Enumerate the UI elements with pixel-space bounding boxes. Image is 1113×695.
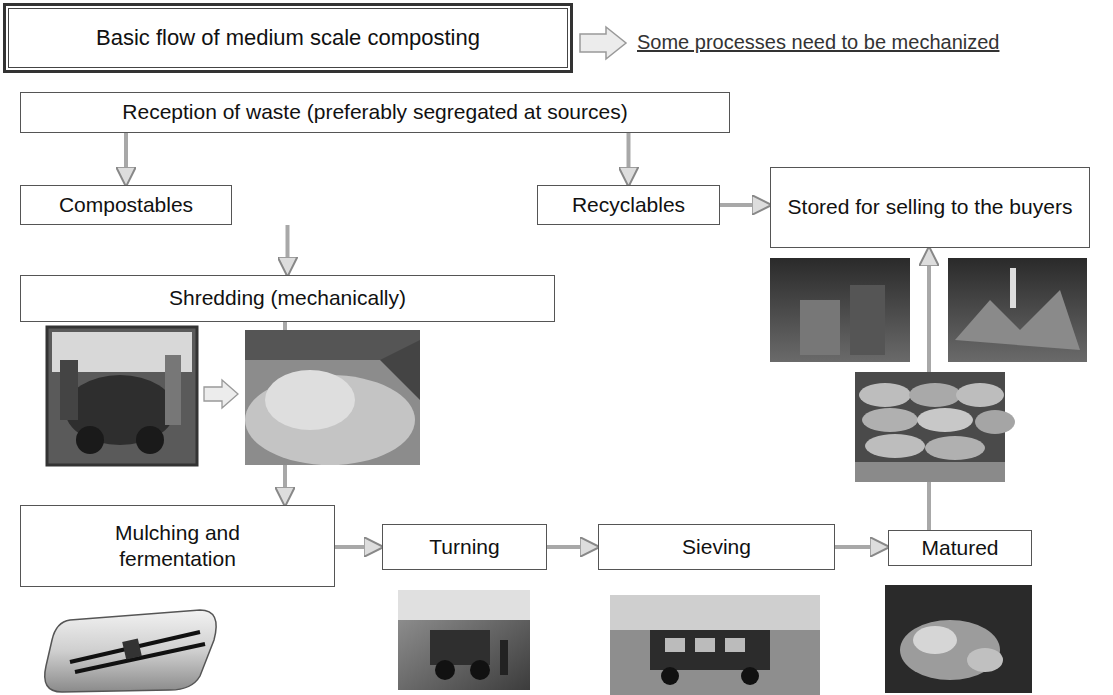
drawing-part bbox=[741, 667, 759, 685]
drawing-part bbox=[862, 408, 918, 432]
drawing-part bbox=[956, 383, 1004, 407]
process-box: Sieving bbox=[598, 524, 835, 570]
drawing-part bbox=[955, 290, 1080, 350]
sieving-photo bbox=[610, 595, 820, 695]
drawing-part bbox=[165, 355, 181, 425]
turning-photo bbox=[398, 590, 530, 690]
box-text: Turning bbox=[429, 534, 499, 560]
title-box: Basic flow of medium scale composting bbox=[8, 8, 568, 68]
drawing-part bbox=[800, 300, 840, 355]
drawing-part bbox=[610, 595, 820, 695]
drawing-part bbox=[500, 640, 508, 675]
drawing-part bbox=[136, 426, 164, 454]
flow-arrow bbox=[547, 545, 598, 549]
drawing-part bbox=[695, 638, 715, 652]
drawing-part bbox=[865, 434, 925, 458]
drawing-part bbox=[470, 660, 490, 680]
drawing-part bbox=[70, 632, 200, 662]
process-box: Reception of waste (preferably segregate… bbox=[20, 92, 730, 133]
flow-arrow bbox=[286, 225, 290, 275]
box-text: Stored for selling to the buyers bbox=[788, 194, 1073, 220]
drawing-part bbox=[913, 626, 957, 654]
drawing-part bbox=[885, 585, 1032, 693]
drawing-part bbox=[850, 285, 885, 355]
drawing-part bbox=[975, 410, 1015, 434]
drawing-part bbox=[435, 660, 455, 680]
drawing-part bbox=[398, 590, 530, 620]
box-text: Basic flow of medium scale composting bbox=[96, 24, 480, 52]
flow-arrow bbox=[720, 203, 770, 207]
drawing-part bbox=[967, 648, 1003, 672]
drawing-part bbox=[925, 436, 985, 460]
process-box: Turning bbox=[382, 524, 547, 570]
drawing-part bbox=[610, 595, 820, 630]
drawing-part bbox=[122, 638, 142, 659]
box-text: Mulching and fermentation bbox=[83, 520, 273, 573]
hollow-arrow bbox=[204, 380, 238, 408]
storage-photo bbox=[770, 258, 910, 362]
note-text: Some processes need to be mechanized bbox=[637, 31, 999, 54]
drawing-part bbox=[855, 462, 1005, 482]
mulching-machine bbox=[45, 610, 216, 692]
shredded-waste-photo bbox=[245, 330, 420, 465]
process-box: Mulching and fermentation bbox=[20, 505, 335, 587]
box-text: Sieving bbox=[682, 534, 751, 560]
drawing-part bbox=[45, 610, 216, 692]
drawing-part bbox=[661, 667, 679, 685]
flow-arrow bbox=[335, 545, 382, 549]
flow-arrow bbox=[835, 545, 888, 549]
drawing-part bbox=[398, 590, 530, 690]
matured-compost-photo bbox=[885, 585, 1032, 693]
process-box: Matured bbox=[888, 530, 1032, 566]
drawing-part bbox=[770, 258, 910, 362]
hollow-arrow bbox=[580, 27, 626, 59]
drawing-part bbox=[725, 638, 745, 652]
box-text: Compostables bbox=[59, 192, 193, 218]
drawing-part bbox=[245, 330, 420, 465]
drawing-part bbox=[665, 638, 685, 652]
shredder-photo bbox=[47, 327, 197, 465]
drawing-part bbox=[650, 630, 770, 670]
drawing-part bbox=[380, 340, 420, 400]
compost-bags-photo bbox=[855, 372, 1015, 482]
drawing-part bbox=[265, 370, 355, 430]
process-box: Compostables bbox=[20, 185, 232, 225]
process-box: Shredding (mechanically) bbox=[20, 275, 555, 322]
drawing-part bbox=[1010, 268, 1016, 308]
drawing-part bbox=[60, 360, 78, 420]
storage-photo bbox=[948, 258, 1087, 362]
process-box: Stored for selling to the buyers bbox=[770, 167, 1090, 248]
process-box: Recyclables bbox=[537, 185, 720, 225]
drawing-part bbox=[47, 327, 197, 465]
drawing-part bbox=[859, 383, 911, 407]
drawing-part bbox=[430, 630, 490, 665]
flow-arrow bbox=[627, 133, 631, 185]
flow-arrow bbox=[124, 133, 128, 185]
drawing-part bbox=[909, 383, 961, 407]
drawing-part bbox=[917, 408, 973, 432]
box-text: Matured bbox=[921, 535, 998, 561]
drawing-part bbox=[948, 258, 1087, 362]
box-text: Shredding (mechanically) bbox=[169, 285, 406, 311]
box-text: Reception of waste (preferably segregate… bbox=[122, 99, 627, 125]
box-text: Recyclables bbox=[572, 192, 685, 218]
drawing-part bbox=[76, 426, 104, 454]
